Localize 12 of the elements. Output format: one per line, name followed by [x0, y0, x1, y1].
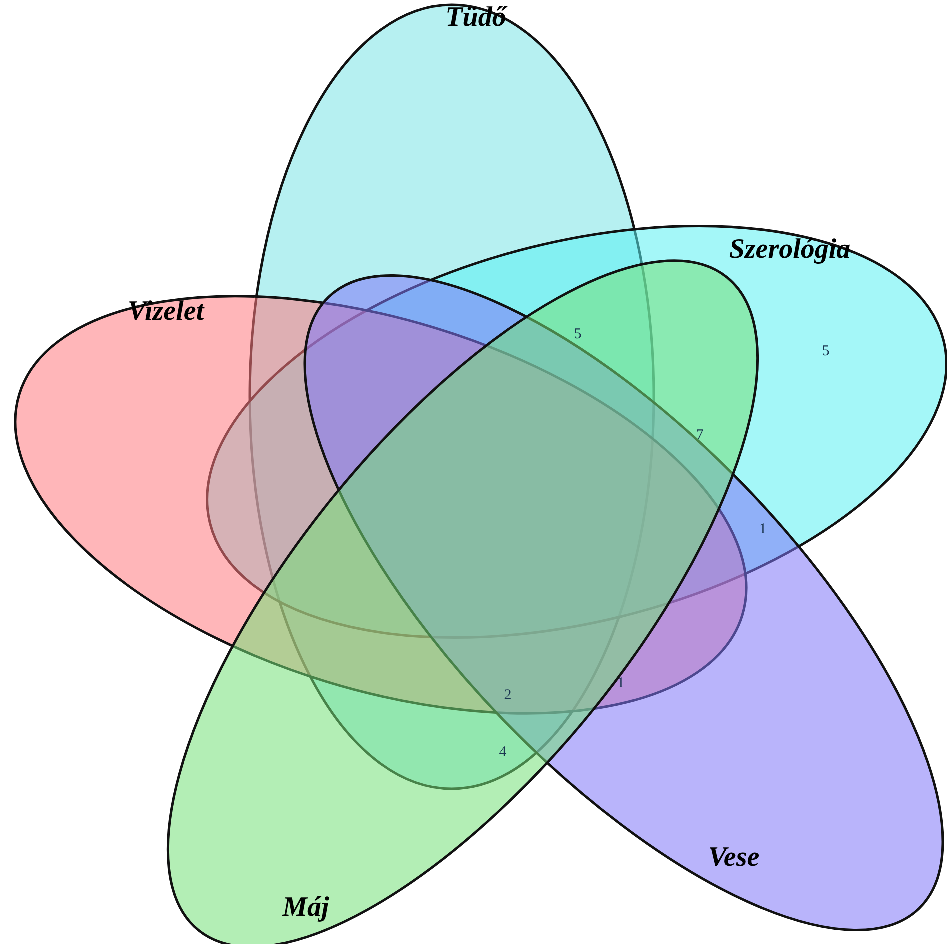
count-label: 4: [499, 746, 507, 760]
count-label: 5: [822, 344, 830, 360]
set-label: Máj: [282, 892, 330, 923]
count-label: 5: [574, 328, 582, 342]
set-label: Szerológia: [729, 234, 851, 265]
count-label: 1: [759, 522, 767, 538]
count-label: 7: [696, 428, 704, 444]
count-label: 1: [617, 676, 625, 692]
count-label: 2: [504, 688, 512, 704]
set-label: Vese: [708, 842, 760, 873]
set-label: Tüdő: [446, 2, 506, 33]
set-label: Vizelet: [128, 296, 204, 327]
